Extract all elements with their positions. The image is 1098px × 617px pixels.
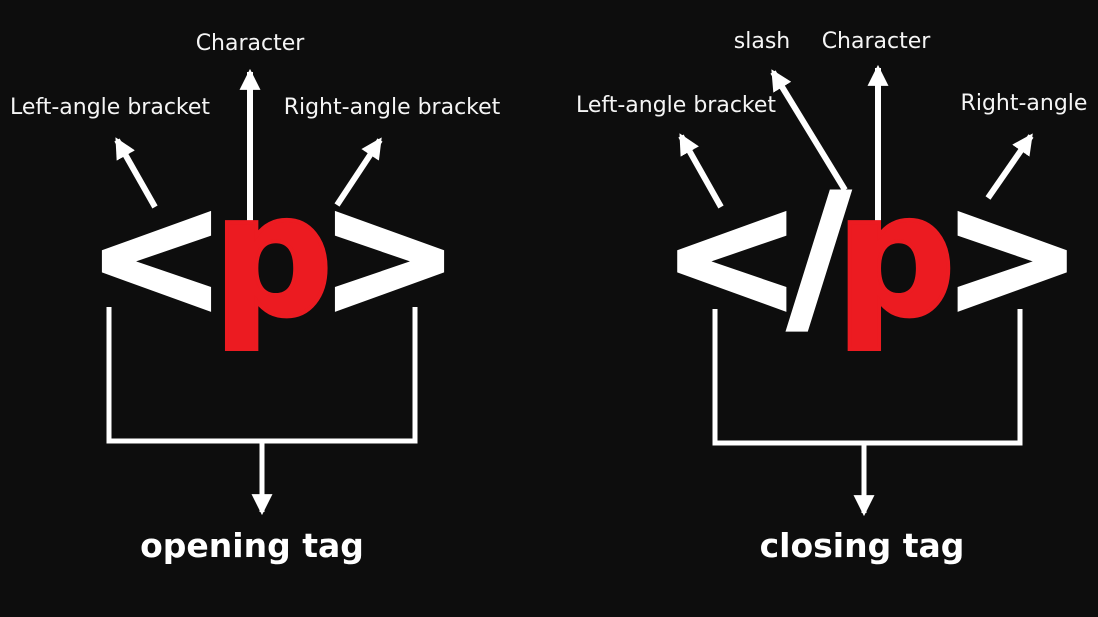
closing-right-bracket-arrow xyxy=(985,133,1034,200)
closing-brace-bracket xyxy=(712,309,1023,446)
opening-right-bracket-arrow xyxy=(334,137,383,207)
opening-left-angle-bracket-label: Left-angle bracket xyxy=(9,95,211,120)
opening-character-label: Character xyxy=(195,31,305,56)
closing-character-label: Character xyxy=(821,29,931,54)
closing-slash-glyph: / xyxy=(786,158,851,354)
opening-left-angle-bracket-glyph: < xyxy=(84,158,229,354)
closing-tag-glyphs: </p> xyxy=(659,170,1084,342)
opening-left-bracket-arrow xyxy=(114,137,158,209)
opening-right-angle-bracket-label: Right-angle bracket xyxy=(283,95,501,120)
closing-slash-arrow xyxy=(770,69,848,192)
opening-tag-glyphs: <p> xyxy=(84,170,462,342)
closing-left-bracket-arrow xyxy=(678,133,724,209)
closing-right-angle-bracket-glyph: > xyxy=(940,158,1085,354)
opening-right-angle-bracket-glyph: > xyxy=(317,158,462,354)
closing-right-angle-bracket-label: Right-angle xyxy=(960,91,1088,116)
opening-tag-caption: opening tag xyxy=(140,526,364,565)
closing-left-angle-bracket-label: Left-angle bracket xyxy=(575,93,777,118)
closing-slash-label: slash xyxy=(733,29,791,54)
closing-character-glyph: p xyxy=(834,158,958,354)
closing-tag-caption: closing tag xyxy=(759,526,965,565)
closing-left-angle-bracket-glyph: < xyxy=(659,158,804,354)
opening-character-glyph: p xyxy=(211,158,335,354)
